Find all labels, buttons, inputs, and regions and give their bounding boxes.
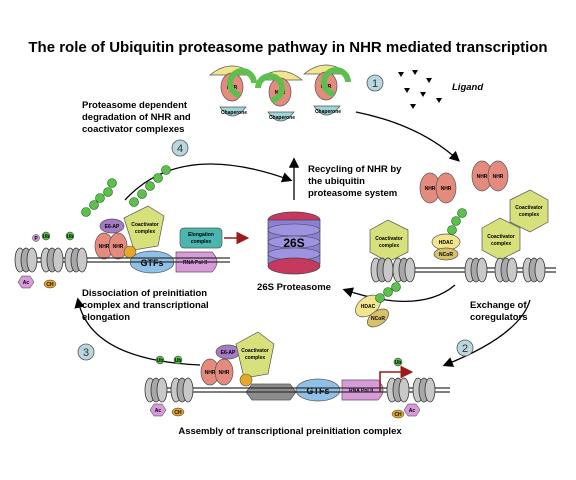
gtfs-bottom: GTFs <box>295 378 341 402</box>
svg-text:NHR: NHR <box>425 186 436 192</box>
svg-text:Elongation: Elongation <box>188 232 214 238</box>
dna-strand-left <box>14 247 230 273</box>
recycling-caption-3: proteasome system <box>308 188 397 199</box>
recycling-caption-1: Recycling of NHR by <box>308 164 402 175</box>
assembly-caption: Assembly of transcriptional preinitiatio… <box>178 426 402 437</box>
svg-text:Coactivator: Coactivator <box>375 236 403 242</box>
svg-text:HDAC: HDAC <box>361 304 376 310</box>
step-2-marker: 2 <box>456 339 474 357</box>
svg-text:NHR: NHR <box>99 244 110 250</box>
exchange-arrow <box>342 284 456 303</box>
step-3-marker: 3 <box>77 343 95 361</box>
svg-text:NHR: NHR <box>219 370 230 376</box>
exchange-caption-2: coregulators <box>470 312 528 323</box>
ub-chain-right <box>447 208 467 235</box>
svg-text:CH: CH <box>46 282 54 288</box>
dissociation-caption-3: elongation <box>82 312 130 323</box>
degradation-caption-1: Proteasome dependent <box>82 100 188 111</box>
dna-strand-bottom <box>144 377 450 403</box>
svg-text:complex: complex <box>491 241 512 247</box>
svg-text:CH: CH <box>394 412 402 418</box>
histone-marks-left: Ub Ub P Ac CH <box>17 231 75 289</box>
coactivator-complex-right-right: Coactivator complex <box>481 217 521 261</box>
rna-pol-bottom: RNA Pol II <box>341 379 384 401</box>
svg-text:Coactivator: Coactivator <box>241 348 269 354</box>
nhr-dimer-right: NHR NHR NHR NHR <box>419 160 509 204</box>
exchange-caption-1: Exchange of <box>470 300 527 311</box>
svg-text:Coactivator: Coactivator <box>515 205 543 211</box>
svg-text:E6-AP: E6-AP <box>105 224 120 230</box>
svg-text:complex: complex <box>135 229 156 235</box>
svg-text:NHR: NHR <box>493 174 504 180</box>
svg-text:Ac: Ac <box>409 408 416 414</box>
svg-text:GTFs: GTFs <box>306 386 329 396</box>
svg-text:RNA Pol II: RNA Pol II <box>349 388 374 394</box>
degradation-caption-2: degradation of NHR and <box>82 112 191 123</box>
figure-title: The role of Ubiquitin proteasome pathway… <box>28 39 547 56</box>
svg-text:Chaperone: Chaperone <box>269 115 295 121</box>
svg-text:NCoR: NCoR <box>371 316 385 322</box>
step-1-marker: 1 <box>366 74 384 92</box>
svg-text:E6-AP: E6-AP <box>221 350 236 356</box>
svg-text:HDAC: HDAC <box>439 240 454 246</box>
ligand-label: Ligand <box>452 82 483 93</box>
svg-text:Ub: Ub <box>395 360 402 366</box>
elongation-complex: Elongation complex <box>179 227 250 249</box>
svg-text:26S: 26S <box>283 236 304 250</box>
svg-text:Ub: Ub <box>157 358 164 364</box>
svg-text:NHR: NHR <box>441 186 452 192</box>
coactivator-complex-right-left: Coactivator complex <box>369 219 409 263</box>
svg-text:complex: complex <box>245 355 266 361</box>
proteasome-caption: 26S Proteasome <box>257 282 331 293</box>
svg-text:complex: complex <box>191 239 212 245</box>
svg-text:NCoR: NCoR <box>439 252 453 258</box>
nhr-chaperone-group: NHR Chaperone NHR Chaperone NHR Chaperon… <box>209 64 351 122</box>
recycling-caption-2: the ubiquitin <box>308 176 365 187</box>
dna-strand-right <box>370 257 556 283</box>
degradation-caption-3: coactivator complexes <box>82 124 184 135</box>
svg-text:Ub: Ub <box>67 234 74 240</box>
svg-text:Ub: Ub <box>175 358 182 364</box>
svg-text:complex: complex <box>379 243 400 249</box>
svg-text:3: 3 <box>83 347 89 359</box>
coactivator-complex-right-top: Coactivator complex <box>509 189 549 233</box>
svg-text:2: 2 <box>462 343 468 355</box>
svg-text:Ac: Ac <box>23 280 30 286</box>
svg-text:Coactivator: Coactivator <box>487 234 515 240</box>
cycle-arrow-4 <box>124 163 293 201</box>
svg-text:CH: CH <box>174 410 182 416</box>
cycle-arrow-2 <box>442 299 531 367</box>
svg-text:RNA Pol II: RNA Pol II <box>183 260 208 266</box>
transcription-start-arrow <box>379 365 414 392</box>
hdac-ncor-right: HDAC NCoR <box>431 233 461 261</box>
dissociation-caption-2: complex and transcriptional <box>82 300 209 311</box>
ligand-triangles <box>398 70 442 109</box>
proteasome-26s: 26S <box>267 211 321 275</box>
svg-text:4: 4 <box>177 143 183 155</box>
hdac-ncor-exchanged: HDAC NCoR <box>355 282 401 328</box>
svg-text:Ub: Ub <box>43 234 50 240</box>
dissociation-caption-1: Dissociation of preinitiation <box>82 288 207 299</box>
cycle-arrow-1 <box>355 111 460 162</box>
svg-text:P: P <box>34 236 38 242</box>
step-4-marker: 4 <box>171 139 189 157</box>
svg-text:complex: complex <box>519 212 540 218</box>
nhr-complex-bottom: E6-AP NHR NHR Coactivator complex <box>200 331 297 401</box>
svg-text:NHR: NHR <box>113 244 124 250</box>
svg-text:GTFs: GTFs <box>140 258 163 268</box>
nhr-complex-left: E6-AP NHR NHR Coactivator complex <box>94 205 165 260</box>
svg-text:NHR: NHR <box>205 370 216 376</box>
svg-text:Chaperone: Chaperone <box>315 109 341 115</box>
ub-chain-left <box>81 165 171 217</box>
svg-text:Coactivator: Coactivator <box>131 222 159 228</box>
histone-marks-bottom: Ub Ub Ac CH Ub Ac CH <box>149 355 421 419</box>
svg-text:1: 1 <box>372 78 378 90</box>
svg-text:Chaperone: Chaperone <box>221 110 247 116</box>
svg-text:Ac: Ac <box>155 408 162 414</box>
svg-text:NHR: NHR <box>477 174 488 180</box>
